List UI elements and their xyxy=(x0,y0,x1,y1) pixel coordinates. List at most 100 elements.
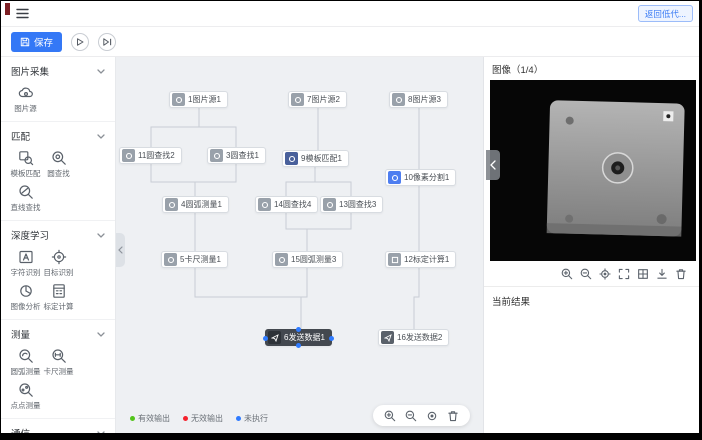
flow-node-circle-find-1[interactable]: 3圆查找1 xyxy=(207,147,266,164)
tool-sidebar: 图片采集 图片源 匹配 模板匹配 xyxy=(1,57,116,433)
flow-node-send-data-1[interactable]: 6发送数据1 xyxy=(263,327,334,348)
node-handle[interactable] xyxy=(296,327,302,332)
save-icon xyxy=(20,37,30,46)
target-detect-icon xyxy=(51,249,66,265)
flow-node-image-source-1[interactable]: 1图片源1 xyxy=(169,91,228,108)
delete-button[interactable] xyxy=(447,410,459,422)
run-button[interactable] xyxy=(71,32,90,51)
node-handle[interactable] xyxy=(296,343,302,348)
flow-node-circle-find-4[interactable]: 14圆查找4 xyxy=(255,196,319,213)
green-dot-icon xyxy=(130,416,135,421)
image-locate-button[interactable] xyxy=(599,268,611,280)
action-toolbar: 保存 xyxy=(1,27,699,57)
tool-label: 圆查找 xyxy=(47,169,70,178)
image-fullscreen-button[interactable] xyxy=(618,268,630,280)
section-header[interactable]: 图片采集 xyxy=(9,59,107,80)
image-delete-button[interactable] xyxy=(675,268,687,280)
trash-icon xyxy=(676,269,686,280)
node-handle[interactable] xyxy=(263,336,268,341)
tool-caliper-measure[interactable]: 卡尺测量 xyxy=(42,348,75,377)
tool-line-find[interactable]: 直线查找 xyxy=(9,184,42,213)
node-label: 12标定计算1 xyxy=(404,255,450,264)
flow-node-pixel-segment-1[interactable]: 10像素分割1 xyxy=(385,169,457,186)
flow-node-calibration-1[interactable]: 12标定计算1 xyxy=(385,251,457,268)
fit-view-button[interactable] xyxy=(426,410,438,422)
node-label: 9模板匹配1 xyxy=(301,154,342,163)
section-header[interactable]: 测量 xyxy=(9,322,107,343)
point-measure-icon xyxy=(18,383,33,397)
node-icon xyxy=(164,253,177,266)
tool-label: 模板匹配 xyxy=(10,169,41,178)
flow-node-circle-find-3[interactable]: 13圆查找3 xyxy=(320,196,384,213)
section-header[interactable]: 通信 xyxy=(9,421,107,433)
tool-calibration[interactable]: 标定计算 xyxy=(42,283,75,312)
flow-node-template-match-1[interactable]: 9模板匹配1 xyxy=(282,150,349,167)
node-handle[interactable] xyxy=(328,336,334,341)
node-icon xyxy=(392,93,405,106)
step-run-button[interactable] xyxy=(98,32,117,51)
flow-node-circle-find-2[interactable]: 11圆查找2 xyxy=(119,147,182,164)
node-icon xyxy=(291,93,304,106)
zoom-in-button[interactable] xyxy=(384,410,396,422)
calibration-icon xyxy=(52,284,65,298)
tool-image-source[interactable]: 图片源 xyxy=(9,85,42,114)
template-match-icon xyxy=(18,151,33,166)
previous-image-button[interactable] xyxy=(486,150,500,180)
inspection-image xyxy=(490,80,696,261)
chevron-down-icon xyxy=(97,430,105,433)
red-dot-icon xyxy=(183,416,188,421)
legend-label: 无效输出 xyxy=(191,414,223,423)
image-viewer[interactable] xyxy=(486,80,696,261)
section-header[interactable]: 深度学习 xyxy=(9,223,107,244)
section-title: 图片采集 xyxy=(11,67,50,78)
zoom-out-button[interactable] xyxy=(405,410,417,422)
tool-point-measure[interactable]: 点点测量 xyxy=(9,382,42,411)
flow-node-image-source-3[interactable]: 8图片源3 xyxy=(389,91,448,108)
flow-node-caliper-measure-1[interactable]: 5卡尺测量1 xyxy=(161,251,228,268)
image-zoom-out-button[interactable] xyxy=(580,268,592,280)
flow-node-arc-measure-3[interactable]: 15圆弧测量3 xyxy=(272,251,344,268)
node-label: 3圆查找1 xyxy=(226,151,259,160)
image-title: 图像（1/4） xyxy=(492,65,544,76)
tool-target-detect[interactable]: 目标识别 xyxy=(42,249,75,278)
tool-ocr[interactable]: 字符识别 xyxy=(9,249,42,278)
zoom-in-icon xyxy=(384,410,396,421)
section-deep-learning: 深度学习 字符识别 目标识别 图像分析 标定计算 xyxy=(1,221,115,320)
save-button[interactable]: 保存 xyxy=(11,31,63,52)
node-icon xyxy=(323,198,336,211)
tool-label: 图片源 xyxy=(14,104,37,113)
canvas-zoom-toolbar xyxy=(373,405,470,426)
flow-node-send-data-2[interactable]: 16发送数据2 xyxy=(378,329,450,346)
menu-icon[interactable] xyxy=(16,8,29,19)
node-label: 7图片源2 xyxy=(307,95,340,104)
image-save-button[interactable] xyxy=(656,268,668,280)
tool-template-match[interactable]: 模板匹配 xyxy=(9,150,42,179)
chevron-down-icon xyxy=(97,232,105,238)
section-header[interactable]: 匹配 xyxy=(9,124,107,145)
locate-icon xyxy=(427,411,437,420)
node-icon xyxy=(275,253,288,266)
tool-label: 字符识别 xyxy=(10,268,41,277)
tool-image-analysis[interactable]: 图像分析 xyxy=(9,283,42,312)
back-to-lowcode-button[interactable]: 返回低代... xyxy=(637,5,693,22)
tool-label: 直线查找 xyxy=(10,203,41,212)
legend-not-executed: 未执行 xyxy=(236,413,268,424)
tool-circle-find[interactable]: 圆查找 xyxy=(42,150,75,179)
step-play-icon xyxy=(102,37,111,46)
image-zoom-in-button[interactable] xyxy=(561,268,573,280)
section-measure: 测量 圆弧测量 卡尺测量 点点测量 xyxy=(1,320,115,419)
chevron-left-icon xyxy=(490,160,496,170)
flow-canvas[interactable]: 1图片源1 7图片源2 8图片源3 11圆查找2 3圆查找1 9模板匹配1 10… xyxy=(116,57,484,433)
node-icon xyxy=(381,331,394,344)
flow-node-image-source-2[interactable]: 7图片源2 xyxy=(288,91,347,108)
image-grid-button[interactable] xyxy=(637,268,649,280)
blue-dot-icon xyxy=(236,416,241,421)
zoom-out-icon xyxy=(580,268,592,280)
image-source-icon xyxy=(18,87,33,98)
flow-node-arc-measure-1[interactable]: 4圆弧测量1 xyxy=(162,196,229,213)
section-communication: 通信 协议 xyxy=(1,419,115,433)
sidebar-collapse-handle[interactable] xyxy=(116,233,125,267)
grid-icon xyxy=(638,269,648,279)
node-icon xyxy=(258,198,271,211)
tool-arc-measure[interactable]: 圆弧测量 xyxy=(9,348,42,377)
